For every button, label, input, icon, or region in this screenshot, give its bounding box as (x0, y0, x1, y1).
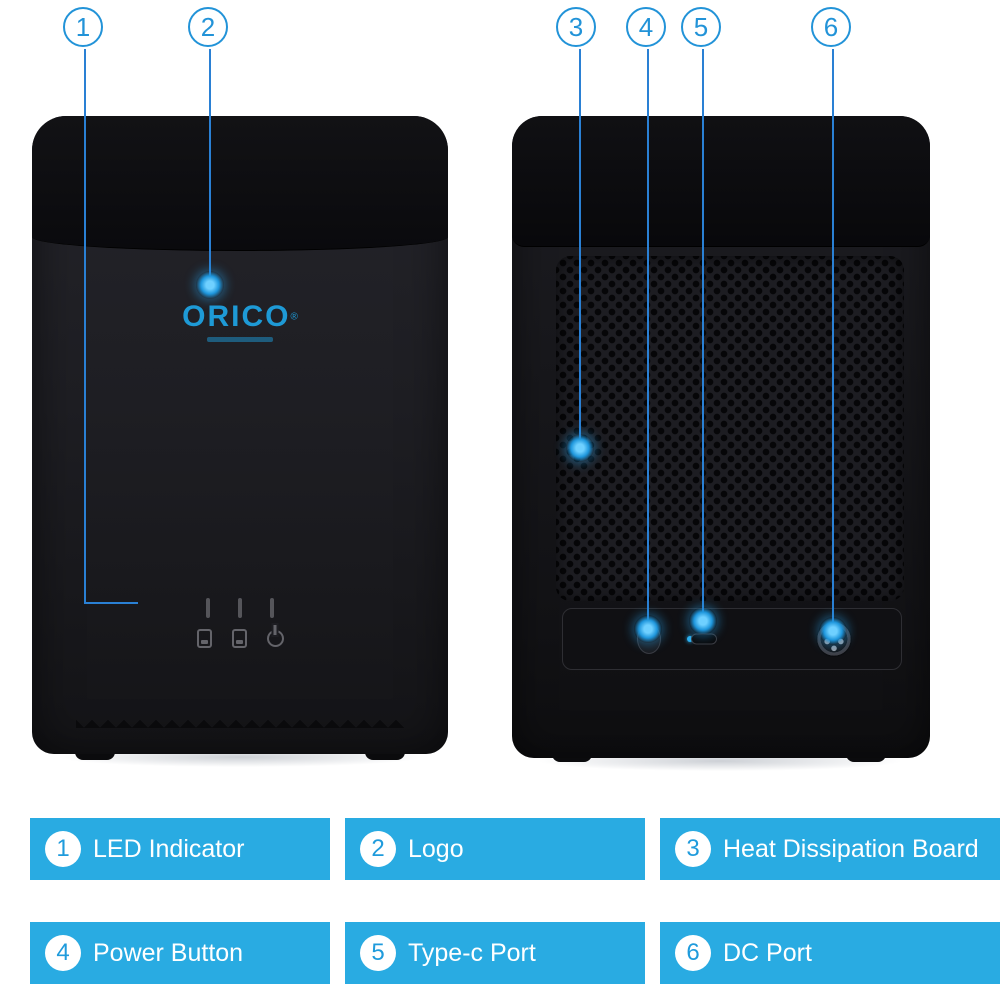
callout-line-6 (832, 49, 834, 631)
front-vent-zigzag (76, 716, 404, 728)
status-led (687, 636, 693, 642)
led-light-pipes (32, 598, 448, 618)
callout-number-6: 6 (823, 11, 839, 42)
legend-number-2-text: 2 (371, 835, 385, 862)
hdd-status-icon (231, 629, 247, 648)
legend-number-1: 1 (45, 831, 81, 867)
io-panel (562, 608, 902, 670)
led-bar-2 (238, 598, 242, 618)
legend-number-5-text: 5 (371, 939, 385, 966)
callout-circle-5: 5 (681, 7, 721, 47)
callout-line-1 (84, 49, 86, 603)
power-symbol-icon (266, 630, 284, 647)
brand-tagline-bar (207, 337, 273, 342)
legend-label-5: Type-c Port (408, 938, 536, 967)
legend-item-led-indicator: 1 LED Indicator (30, 818, 330, 880)
legend-number-1-text: 1 (56, 835, 70, 862)
led-icon-row (32, 629, 448, 648)
type-c-port-icon (691, 633, 717, 645)
callout-circle-6: 6 (811, 7, 851, 47)
legend-label-2: Logo (408, 834, 464, 863)
orico-logo: ORICO® (32, 300, 448, 342)
back-top-cap (512, 116, 930, 247)
legend-label-1: LED Indicator (93, 834, 245, 863)
callout-number-2: 2 (200, 11, 216, 42)
legend-item-logo: 2 Logo (345, 818, 645, 880)
callout-number-5: 5 (693, 11, 709, 42)
callout-line-3 (579, 49, 581, 449)
legend-label-3: Heat Dissipation Board (723, 834, 979, 863)
callout-circle-3: 3 (556, 7, 596, 47)
legend-label-6: DC Port (723, 938, 812, 967)
callout-circle-4: 4 (626, 7, 666, 47)
enclosure-front-view: ORICO® (32, 116, 448, 754)
callout-number-4: 4 (638, 11, 654, 42)
enclosure-back-view (512, 116, 930, 758)
marker-dot-logo (196, 271, 224, 299)
legend-item-dc-port: 6 DC Port (660, 922, 1000, 984)
callout-circle-2: 2 (188, 7, 228, 47)
led-bar-1 (206, 598, 210, 618)
led-indicator-area (32, 598, 448, 648)
brand-name: ORICO (182, 300, 291, 333)
legend-number-6: 6 (675, 935, 711, 971)
registered-mark: ® (290, 311, 298, 323)
callout-circle-1: 1 (63, 7, 103, 47)
marker-dot-dc-port (819, 617, 847, 645)
legend-number-4: 4 (45, 935, 81, 971)
legend-number-3-text: 3 (686, 835, 700, 862)
legend-item-heat-dissipation-board: 3 Heat Dissipation Board (660, 818, 1000, 880)
legend-number-2: 2 (360, 831, 396, 867)
front-top-cap (32, 116, 448, 251)
marker-dot-heat-board (566, 434, 594, 462)
legend-number-3: 3 (675, 831, 711, 867)
callout-number-3: 3 (568, 11, 584, 42)
marker-dot-power-button (634, 615, 662, 643)
callout-line-5 (702, 49, 704, 621)
legend-item-type-c-port: 5 Type-c Port (345, 922, 645, 984)
legend-label-4: Power Button (93, 938, 244, 967)
legend-number-6-text: 6 (686, 939, 700, 966)
legend-number-5: 5 (360, 935, 396, 971)
callout-line-4 (647, 49, 649, 629)
callout-line-2 (209, 49, 211, 285)
marker-dot-type-c (689, 607, 717, 635)
led-bar-3 (270, 598, 274, 618)
callout-line-1-horizontal (84, 602, 138, 604)
callout-number-1: 1 (75, 11, 91, 42)
heat-dissipation-board (556, 256, 904, 601)
legend-number-4-text: 4 (56, 939, 70, 966)
hdd-status-icon (196, 629, 212, 648)
legend-item-power-button: 4 Power Button (30, 922, 330, 984)
